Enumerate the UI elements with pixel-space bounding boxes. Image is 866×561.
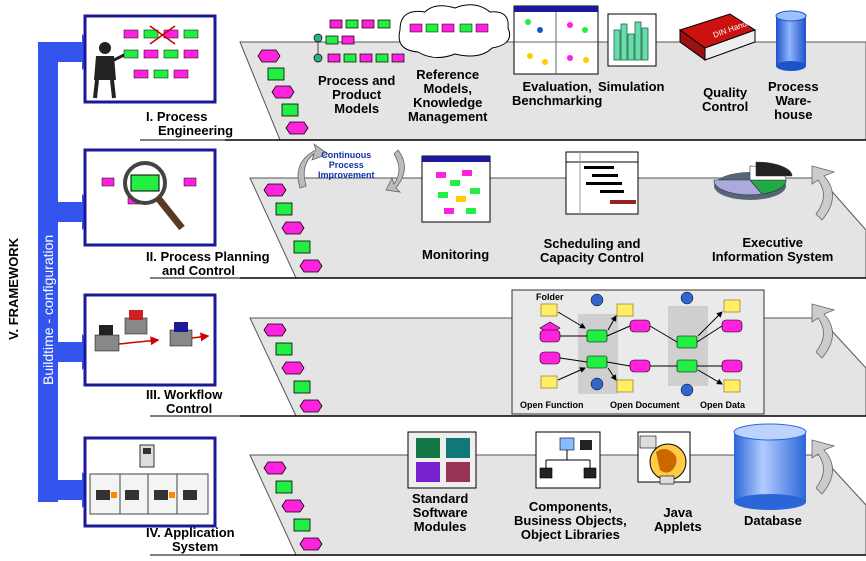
item-line: Process [328,160,364,170]
monitoring-label: Monitoring [422,247,490,262]
user-icon [590,291,694,397]
framework-title: V. FRAMEWORK [6,237,21,340]
open-document-label: Open Document [610,400,680,410]
item-line: Models [334,101,380,116]
framework-subtitle: Buildtime - configuration [40,234,56,385]
layer-1-frame [83,14,217,104]
layer-1-title: I. Process Engineering [146,110,233,138]
java-applets-label: Java Applets [654,506,702,534]
cycle-arrows [297,142,405,193]
item-line: Business Objects, [514,513,627,528]
item-line: Benchmarking [512,93,603,108]
executive-info-label: Executive Information System [712,236,833,264]
database-cylinder [733,423,807,510]
process-model-graphic [313,19,405,63]
layer-3-frame [83,293,217,387]
quality-control-label: Quality Control [702,86,748,114]
layer-3-chain [263,323,323,413]
layer-3-title-line2: Control [166,401,213,416]
layer-4-slab [240,454,866,556]
layer-4-title: IV. Application System [146,526,235,554]
connector-lines [140,139,240,556]
curved-arrow-icon [811,439,836,495]
item-line: Standard [412,491,469,506]
mini-process-flow [123,25,199,79]
item-line: Continuous [321,150,372,160]
handbook-icon [678,13,757,61]
item-line: Models, [423,81,472,96]
item-line: Object Libraries [520,527,620,542]
layer-2-frame [83,148,217,247]
simulation-chart [607,13,657,67]
item-line: Management [408,109,488,124]
open-function-label: Open Function [520,400,584,410]
layer-2-title-line1: II. Process Planning [146,249,270,264]
layer-1-title-line2: Engineering [158,123,234,138]
item-line: Reference [416,67,480,82]
layer-4-title-line2: System [172,539,219,554]
item-line: Evaluation, [522,79,592,94]
scheduling-label: Scheduling and Capacity Control [540,237,644,265]
gantt-chart [565,151,639,215]
item-line: Applets [654,519,702,534]
layer-3-title: III. Workflow Control [146,388,222,416]
item-line: Process [768,79,819,94]
process-warehouse-label: Process Ware- house [768,80,819,122]
database-label: Database [744,513,802,528]
monitoring-screen [421,155,491,223]
reference-models-label: Reference Models, Knowledge Management [408,68,487,124]
item-line: Process and [318,73,396,88]
layer-2-title-line2: and Control [162,263,235,278]
magnifier-icon [101,161,197,231]
continuous-improvement-label: Continuous Process Improvement [318,150,375,180]
item-line: house [774,107,813,122]
object-hierarchy-icon [535,431,601,489]
item-line: Java [663,505,693,520]
workflow-panel [511,289,765,415]
item-line: Quality [703,85,748,100]
open-data-label: Open Data [700,400,746,410]
curved-arrow-icon [811,165,836,221]
reference-cloud [398,4,511,58]
layer-1-chain [257,49,309,135]
layer-3-title-line1: III. Workflow [146,387,223,402]
item-line: Control [702,99,749,114]
layer-2-title: II. Process Planning and Control [146,250,270,278]
components-label: Components, Business Objects, Object Lib… [514,500,627,542]
presenter-figure [93,42,131,99]
layer-4-title-line1: IV. Application [146,525,235,540]
software-modules-label: Standard Software Modules [412,492,468,534]
evaluation-label: Evaluation, Benchmarking [512,80,602,108]
item-line: Components, [528,499,612,514]
evaluation-screen [513,5,599,75]
software-modules-icon [407,431,477,489]
item-line: Software [412,505,468,520]
layer-2-chain [263,183,323,273]
warehouse-cylinder [775,10,807,71]
layer-1-slab [225,41,866,141]
curved-arrow-icon [811,303,836,359]
item-line: Information System [712,249,834,264]
layer-4-chain [263,461,323,551]
item-line: Product [332,87,382,102]
folder-label: Folder [536,292,564,302]
application-system-icon [89,444,209,515]
item-line: Improvement [318,170,375,180]
workstations-icon [94,310,210,352]
process-product-models-label: Process and Product Models [318,74,395,116]
item-line: Scheduling and [543,236,641,251]
item-line: Capacity Control [540,250,645,265]
item-line: Knowledge [413,95,483,110]
item-line: Modules [413,519,467,534]
layer-4-frame [83,436,217,528]
item-line: Ware- [775,93,812,108]
pie-chart-icon [713,161,793,200]
item-line: Executive [742,235,804,250]
globe-icon [637,431,691,485]
layer-1-title-line1: I. Process [146,109,208,124]
simulation-label: Simulation [598,79,665,94]
